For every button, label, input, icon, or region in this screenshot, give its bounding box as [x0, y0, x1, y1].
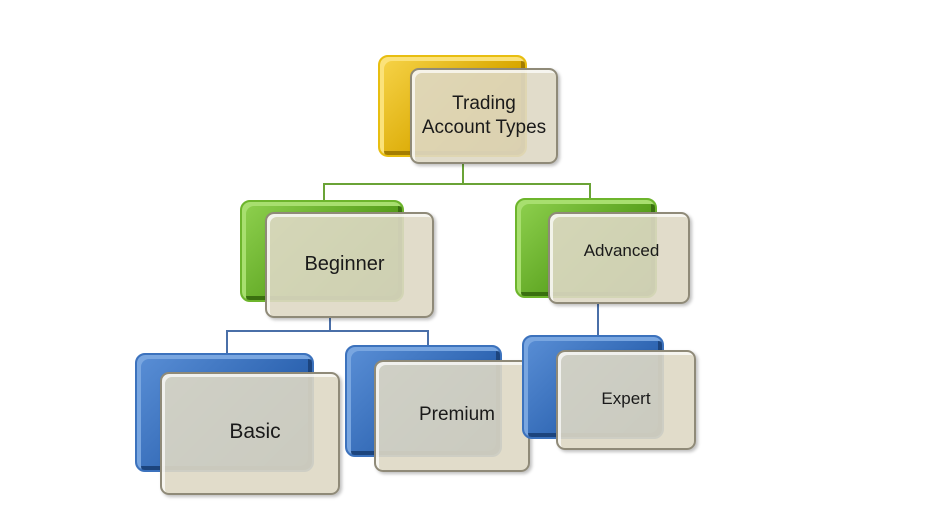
connector-advanced	[589, 183, 591, 199]
beginner-node[interactable]: Beginner	[265, 212, 434, 318]
connector-premium	[427, 330, 429, 346]
advanced-node[interactable]: Advanced	[548, 212, 690, 304]
root-label-line2: Account Types	[421, 117, 547, 138]
connector-expert	[597, 302, 599, 336]
advanced-label: Advanced	[583, 240, 660, 260]
connector-level1-bar	[323, 183, 591, 185]
expert-label: Expert	[601, 389, 651, 409]
premium-label: Premium	[418, 404, 495, 426]
basic-node[interactable]: Basic	[160, 372, 340, 495]
root-label-line1: Trading	[452, 93, 516, 115]
connector-level2-bar	[226, 330, 429, 332]
connector-beginner	[323, 183, 325, 201]
connector-root	[462, 163, 464, 184]
premium-node[interactable]: Premium	[374, 360, 530, 472]
beginner-label: Beginner	[304, 252, 385, 275]
connector-beginner-down	[329, 316, 331, 331]
connector-basic	[226, 330, 228, 354]
basic-label: Basic	[229, 420, 281, 444]
expert-node[interactable]: Expert	[556, 350, 696, 450]
